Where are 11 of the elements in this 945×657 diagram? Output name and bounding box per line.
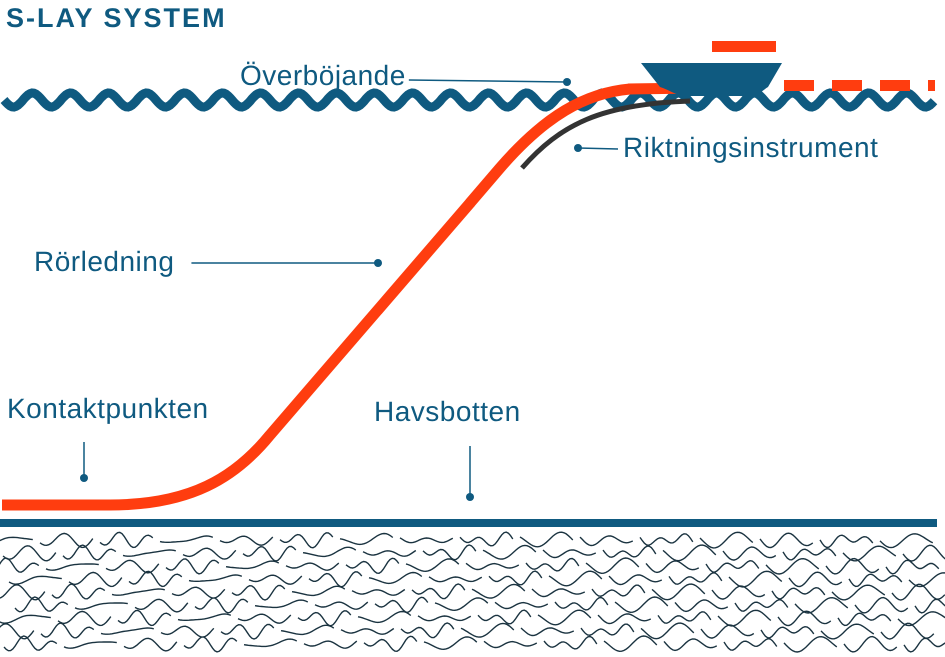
- part-label: Överböjande: [240, 58, 406, 93]
- part-label: Riktningsinstrument: [623, 130, 878, 165]
- leader-line: [80, 442, 88, 482]
- part-label: Rörledning: [34, 244, 174, 279]
- part-label: Havsbotten: [374, 394, 521, 429]
- leader-line: [466, 446, 474, 501]
- leader-line: [574, 144, 618, 152]
- leader-line: [191, 259, 382, 267]
- title: S-LAY SYSTEM: [6, 2, 227, 35]
- leader-line: [408, 78, 571, 86]
- part-label: Kontaktpunkten: [7, 391, 209, 426]
